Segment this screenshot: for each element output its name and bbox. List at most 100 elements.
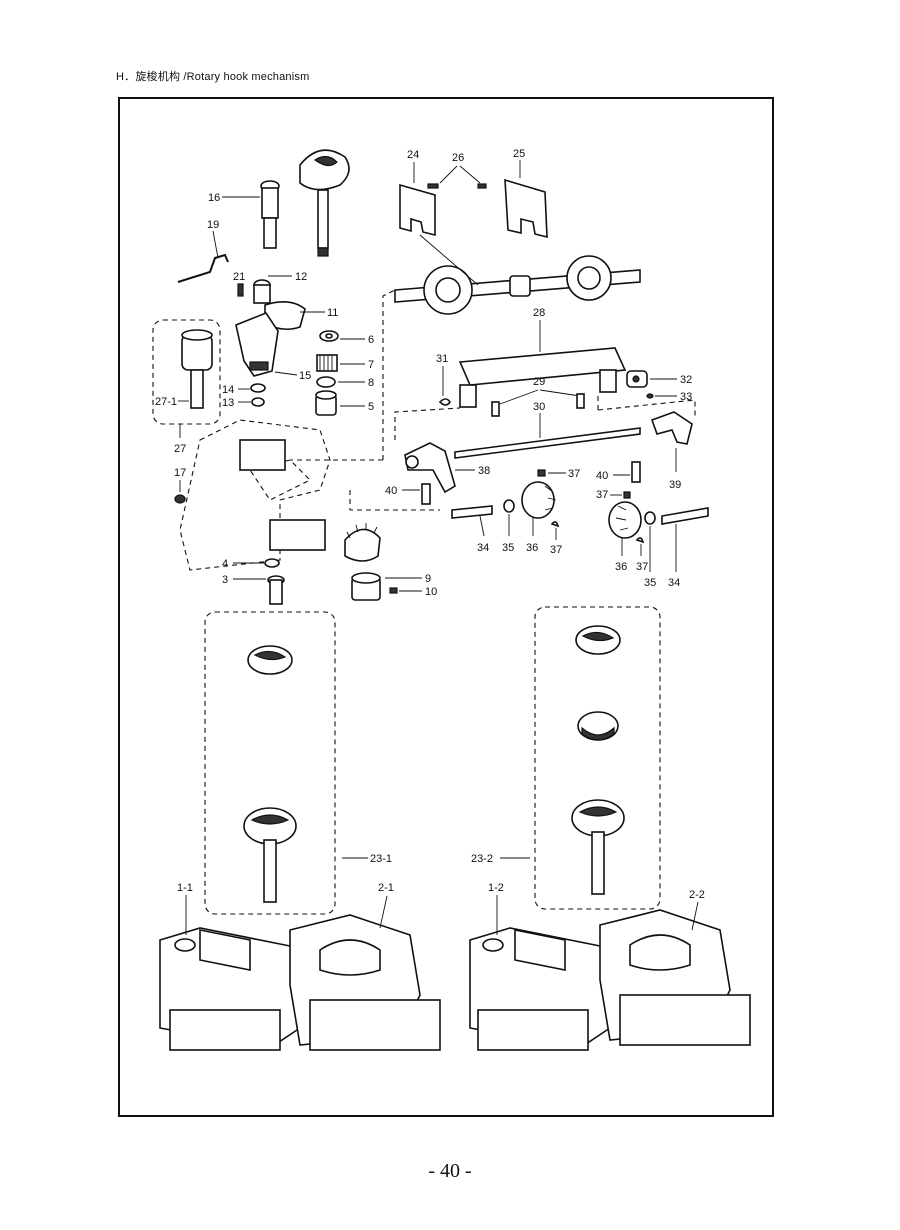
part-3-screw: [267, 575, 285, 605]
callout-2-2: 2-2: [689, 889, 705, 901]
callout-39: 39: [669, 479, 681, 491]
part-28-bracket: [458, 347, 627, 408]
callout-34-b: 34: [668, 577, 680, 589]
part-38-arm: [404, 442, 456, 494]
group-23-1-outline: [204, 611, 336, 915]
callout-21: 21: [233, 271, 245, 283]
callout-32: 32: [680, 374, 692, 386]
part-36-cam-right: [608, 501, 642, 539]
part-35-washer-right: [644, 511, 656, 525]
callout-34-a: 34: [477, 542, 489, 554]
callout-19: 19: [207, 219, 219, 231]
page-header: H．旋梭机构 /Rotary hook mechanism: [116, 71, 310, 83]
part-17-screw: [174, 494, 186, 504]
part-23-2-hook: [571, 799, 625, 895]
part-upper-hook-shaft: [299, 149, 350, 257]
part-37-screw-a: [537, 469, 546, 477]
part-21-screw: [237, 283, 244, 297]
diagram-frame: [118, 97, 774, 1117]
callout-9: 9: [425, 573, 431, 585]
callout-4: 4: [222, 558, 228, 570]
callout-37-c: 37: [550, 544, 562, 556]
part-23-1-hook: [243, 807, 297, 903]
part-29-screw-a: [491, 401, 500, 417]
callout-37-b: 37: [596, 489, 608, 501]
callout-36-b: 36: [615, 561, 627, 573]
callout-38: 38: [478, 465, 490, 477]
part-39-arm: [650, 411, 693, 445]
part-5-bushing: [315, 390, 337, 416]
callout-1-2: 1-2: [488, 882, 504, 894]
callout-13: 13: [222, 397, 234, 409]
part-37-screw-c: [550, 521, 560, 528]
callout-8: 8: [368, 377, 374, 389]
part-9-bushing: [351, 572, 381, 601]
part-25-plate: [504, 178, 548, 239]
callout-35-a: 35: [502, 542, 514, 554]
part-19-wire: [177, 253, 229, 283]
part-34-shaft-left: [451, 505, 493, 519]
callout-33: 33: [680, 391, 692, 403]
part-40-screw-a: [421, 483, 431, 505]
callout-10: 10: [425, 586, 437, 598]
callout-35-b: 35: [644, 577, 656, 589]
part-40-screw-b: [631, 461, 641, 483]
callout-28: 28: [533, 307, 545, 319]
part-housing-block: [179, 419, 331, 571]
callout-23-1: 23-1: [370, 853, 392, 865]
part-26-screw-a: [427, 183, 439, 189]
part-30-rod: [454, 427, 641, 459]
part-6-washer: [319, 330, 339, 342]
part-13-washer: [251, 397, 265, 407]
page-number: - 40 -: [428, 1160, 472, 1182]
part-34-shaft-right: [661, 507, 709, 525]
part-26-screw-b: [477, 183, 487, 189]
part-2-2-base: [599, 909, 751, 1046]
part-27-1-pin: [181, 329, 213, 409]
part-7-gear: [316, 354, 338, 372]
callout-40-a: 40: [385, 485, 397, 497]
callout-3: 3: [222, 574, 228, 586]
callout-31: 31: [436, 353, 448, 365]
part-8-ring: [316, 376, 336, 388]
part-main-shaft: [394, 255, 641, 315]
callout-17: 17: [174, 467, 186, 479]
callout-26: 26: [452, 152, 464, 164]
callout-29: 29: [533, 376, 545, 388]
callout-23-2: 23-2: [471, 853, 493, 865]
part-23-1-bobbin-case: [247, 645, 293, 675]
callout-27-1: 27-1: [155, 396, 177, 408]
part-24-plate: [399, 183, 436, 237]
callout-25: 25: [513, 148, 525, 160]
part-15-bracket: [235, 312, 279, 377]
part-23-2-bobbin-case: [575, 625, 621, 655]
part-32-collar: [626, 370, 648, 388]
part-31-clip: [438, 398, 451, 406]
part-35-washer-left: [503, 499, 515, 513]
part-36-cam-left: [521, 481, 557, 519]
callout-37-d: 37: [636, 561, 648, 573]
part-37-screw-b: [623, 491, 631, 499]
callout-16: 16: [208, 192, 220, 204]
callout-2-1: 2-1: [378, 882, 394, 894]
callout-40-b: 40: [596, 470, 608, 482]
callout-24: 24: [407, 149, 419, 161]
callout-11: 11: [327, 307, 338, 319]
part-1-2-base: [469, 927, 611, 1051]
part-1-1-base: [159, 927, 301, 1051]
part-14-washer: [250, 383, 266, 393]
callout-37-a: 37: [568, 468, 580, 480]
callout-30: 30: [533, 401, 545, 413]
callout-7: 7: [368, 359, 374, 371]
group-23-2-outline: [534, 606, 661, 910]
part-33-screw: [646, 393, 654, 399]
part-29-screw-b: [576, 393, 585, 409]
part-4-washer: [264, 558, 280, 568]
part-2-1-base: [289, 914, 441, 1051]
callout-36-a: 36: [526, 542, 538, 554]
part-16-pin: [260, 180, 280, 249]
callout-12: 12: [295, 271, 307, 283]
callout-5: 5: [368, 401, 374, 413]
callout-6: 6: [368, 334, 374, 346]
